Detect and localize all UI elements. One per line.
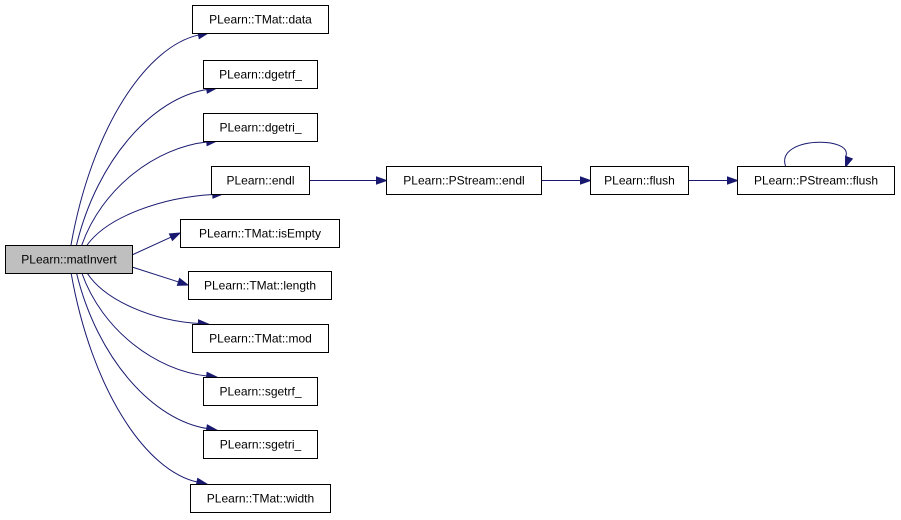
arrowhead (168, 232, 182, 242)
arrowhead (376, 176, 388, 185)
node-box (190, 484, 331, 513)
arrowhead (580, 176, 592, 185)
node-label: PLearn::endl (226, 174, 294, 188)
node-dgetrf[interactable]: PLearn::dgetrf_ (203, 60, 318, 89)
edge-line (70, 272, 199, 483)
edge-matinvert-to-tmat-isempty (131, 232, 182, 256)
arrowhead (727, 176, 739, 185)
node-box (192, 324, 329, 353)
node-dgetri[interactable]: PLearn::dgetri_ (203, 113, 318, 142)
node-tmat-width[interactable]: PLearn::TMat::width (190, 484, 331, 513)
node-box (192, 5, 329, 34)
node-box (203, 430, 318, 459)
node-sgetri[interactable]: PLearn::sgetri_ (203, 430, 318, 459)
node-tmat-mod[interactable]: PLearn::TMat::mod (192, 324, 329, 353)
arrowhead (176, 277, 190, 286)
edge-line (86, 193, 214, 246)
node-label: PLearn::matInvert (21, 253, 117, 267)
edge-line (76, 88, 208, 246)
node-box (203, 377, 318, 406)
node-tmat-length[interactable]: PLearn::TMat::length (188, 271, 332, 300)
node-sgetrf[interactable]: PLearn::sgetrf_ (203, 377, 318, 406)
node-label: PLearn::dgetri_ (219, 121, 301, 135)
node-label: PLearn::PStream::endl (403, 174, 524, 188)
edge-line (81, 141, 208, 246)
edge-line (86, 272, 200, 324)
node-tmat-data[interactable]: PLearn::TMat::data (192, 5, 329, 34)
node-flush[interactable]: PLearn::flush (590, 166, 689, 195)
edge-endl-to-pstream-endl (309, 176, 388, 185)
edge-line (76, 272, 208, 430)
node-box (180, 219, 340, 248)
node-box (737, 166, 895, 195)
edge-line (81, 272, 208, 377)
node-box (590, 166, 689, 195)
edge-pstream-endl-to-flush (541, 176, 592, 185)
edge-line (784, 141, 847, 167)
node-box (203, 113, 318, 142)
edge-line (70, 34, 200, 246)
node-box (5, 245, 133, 274)
node-tmat-isempty[interactable]: PLearn::TMat::isEmpty (180, 219, 340, 248)
edge-matinvert-to-tmat-length (131, 266, 190, 286)
node-pstream-flush[interactable]: PLearn::PStream::flush (737, 166, 895, 195)
edge-matinvert-to-tmat-data (70, 30, 210, 246)
edge-flush-to-pstream-flush (688, 176, 739, 185)
edges (70, 30, 854, 487)
node-pstream-endl[interactable]: PLearn::PStream::endl (386, 166, 542, 195)
arrowhead (844, 155, 854, 169)
node-label: PLearn::TMat::isEmpty (199, 227, 321, 241)
node-label: PLearn::TMat::length (204, 279, 316, 293)
node-box (203, 60, 318, 89)
nodes: PLearn::matInvert PLearn::TMat::dataPLear… (5, 5, 895, 513)
node-label: PLearn::dgetrf_ (219, 68, 302, 82)
node-matinvert[interactable]: PLearn::matInvert (5, 245, 133, 274)
node-label: PLearn::TMat::width (207, 492, 314, 506)
node-box (188, 271, 332, 300)
node-label: PLearn::sgetrf_ (219, 385, 301, 399)
edge-line (131, 266, 179, 283)
node-box (211, 166, 310, 195)
node-box (386, 166, 542, 195)
node-label: PLearn::TMat::mod (209, 332, 312, 346)
node-label: PLearn::sgetri_ (220, 438, 302, 452)
node-label: PLearn::TMat::data (209, 13, 312, 27)
node-label: PLearn::PStream::flush (754, 174, 878, 188)
edge-line (131, 236, 172, 256)
node-endl[interactable]: PLearn::endl (211, 166, 310, 195)
edge-pstream-flush-to-pstream-flush (784, 141, 854, 169)
node-label: PLearn::flush (604, 174, 675, 188)
edge-matinvert-to-tmat-width (70, 272, 209, 487)
